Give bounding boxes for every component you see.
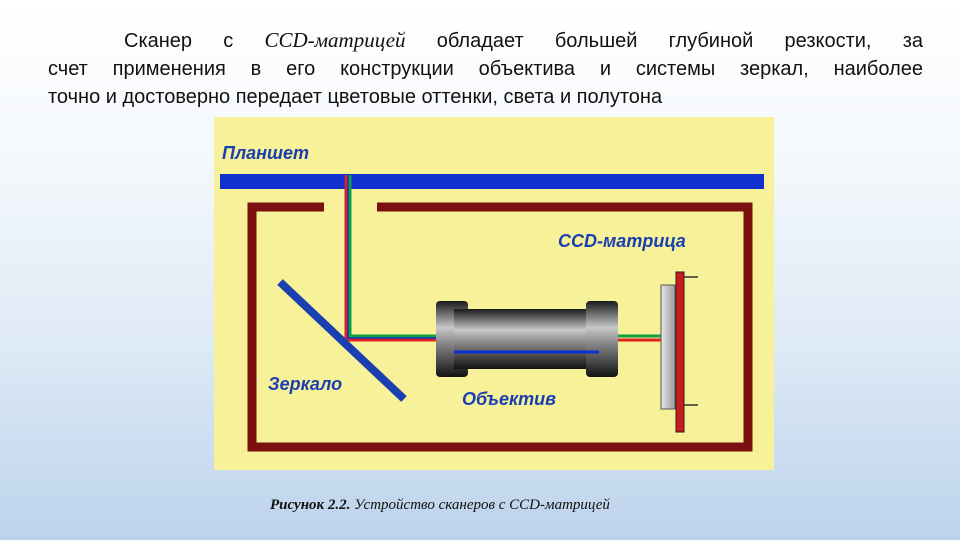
lens-cap-right [586,301,618,377]
caption-text: Устройство сканеров с CCD-матрицей [350,497,610,513]
label-mirror: Зеркало [268,374,342,394]
scanner-diagram-svg: Планшет CCD-матрица Зеркало Объектив [214,117,774,470]
ccd-sensor [660,284,676,410]
label-ccd: CCD-матрица [558,231,686,251]
label-lens: Объектив [462,389,556,409]
planshet-glass [220,174,764,189]
ray-green [348,175,439,338]
ccd-pins [684,276,698,406]
scanner-body [247,202,753,452]
ray-blue [347,175,439,339]
mirror [277,279,407,402]
caption-number: Рисунок 2.2. [270,497,351,513]
lens [436,301,618,377]
ccd-board [675,271,685,433]
ccd-matrix [660,271,698,433]
figure-caption: Рисунок 2.2. Устройство сканеров с CCD-м… [270,497,770,514]
description-paragraph: Сканер с CCD-матрицей обладает большей г… [48,26,923,111]
paragraph-line-1: Сканер с CCD-матрицей обладает большей г… [48,26,923,55]
lens-barrel [454,309,599,369]
label-planshet: Планшет [222,143,309,163]
paragraph-line-1-suffix: обладает большей глубиной резкости, за [405,30,923,52]
paragraph-line-3: точно и достоверно передает цветовые отт… [48,86,663,108]
paragraph-line-1-prefix: Сканер с [124,30,265,52]
scanner-diagram: Планшет CCD-матрица Зеркало Объектив [214,117,774,470]
paragraph-line-2: счет применения в его конструкции объект… [48,58,923,80]
ccd-term: CCD-матрицей [264,28,406,52]
